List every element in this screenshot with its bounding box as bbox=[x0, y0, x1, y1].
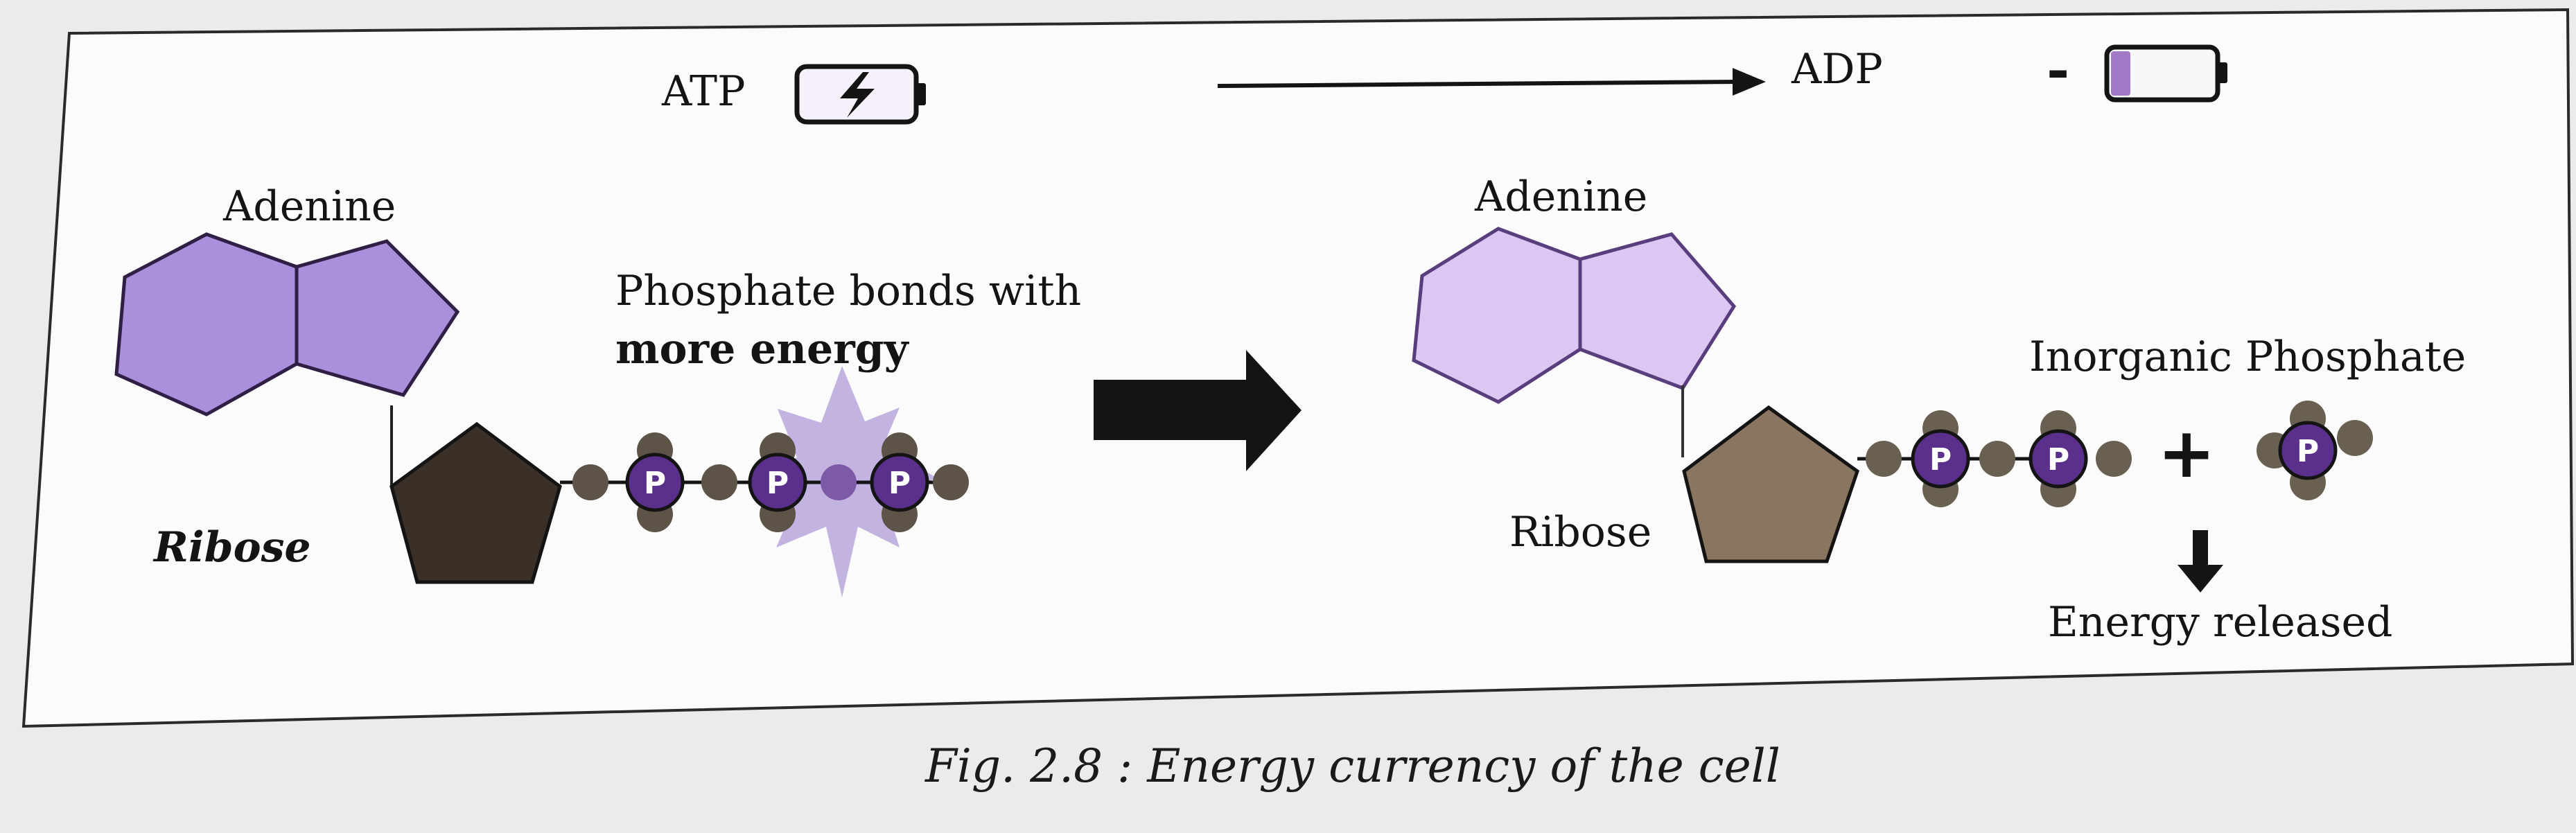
adp-adenine-label: Adenine bbox=[1474, 173, 1647, 221]
lightning-bolt-icon bbox=[840, 72, 875, 118]
adp-label: ADP bbox=[1791, 45, 1883, 94]
minus-sign: - bbox=[2047, 37, 2069, 102]
figure-caption: Fig. 2.8 : Energy currency of the cell bbox=[925, 739, 1780, 793]
adp-ribose-pentagon bbox=[1682, 405, 1859, 563]
atp-label: ATP bbox=[661, 67, 745, 116]
adp-adenine-ring bbox=[1412, 227, 1737, 404]
atp-phosphate-1-letter: P bbox=[644, 466, 666, 501]
full-battery-icon bbox=[794, 64, 926, 125]
energy-release-arrow bbox=[2178, 530, 2223, 593]
high-energy-bond-node bbox=[821, 464, 857, 500]
atp-phosphate-3: P bbox=[870, 432, 969, 532]
atp-phosphate-1: P bbox=[572, 432, 737, 532]
transform-arrow bbox=[1094, 350, 1302, 471]
atp-phosphate-3-letter: P bbox=[888, 466, 911, 501]
adp-phosphate-2: P bbox=[2029, 410, 2132, 507]
reaction-arrow-head bbox=[1733, 68, 1766, 96]
inorganic-phosphate: P bbox=[2257, 401, 2373, 500]
atp-adenine-label: Adenine bbox=[222, 182, 396, 231]
atp-ribose-pentagon bbox=[389, 421, 562, 584]
atp-ribose-label: Ribose bbox=[152, 523, 311, 572]
energy-released-label: Energy released bbox=[2048, 598, 2392, 647]
reaction-arrow-line bbox=[1217, 80, 1740, 88]
adp-phosphate-1: P bbox=[1866, 410, 2015, 507]
diagram-frame bbox=[21, 8, 2575, 728]
plus-sign: + bbox=[2157, 412, 2216, 493]
bond-label-line1: Phosphate bonds with bbox=[615, 267, 1081, 315]
adp-phosphate-2-letter: P bbox=[2047, 442, 2069, 477]
bond-label-line2: more energy bbox=[615, 325, 910, 374]
inorganic-phosphate-label: Inorganic Phosphate bbox=[2029, 333, 2466, 381]
adp-phosphate-1-letter: P bbox=[1929, 442, 1952, 477]
low-battery-icon bbox=[2104, 44, 2227, 103]
adp-ribose-label: Ribose bbox=[1509, 508, 1651, 556]
atp-phosphate-2-letter: P bbox=[766, 466, 789, 501]
atp-phosphate-2: P bbox=[748, 432, 807, 532]
atp-adenine-ring bbox=[114, 232, 460, 417]
inorganic-phosphate-letter: P bbox=[2297, 434, 2319, 469]
